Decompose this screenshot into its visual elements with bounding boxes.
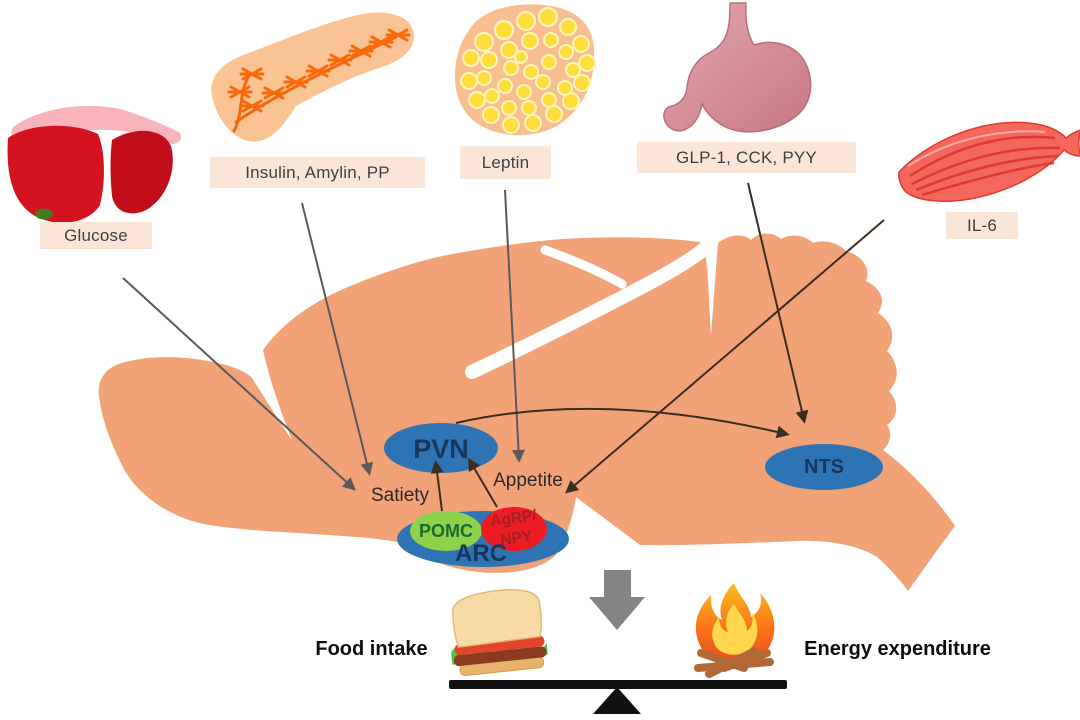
- brain-white-sulcus-short: [540, 245, 627, 289]
- arrow-il6-to-arc: [565, 219, 885, 494]
- pvn-label: PVN: [413, 433, 469, 464]
- satiety-label: Satiety: [370, 485, 430, 506]
- pomc-label: POMC: [419, 520, 473, 541]
- il6-label: IL-6: [946, 212, 1018, 239]
- leptin-label: Leptin: [460, 146, 551, 179]
- nts-label: NTS: [804, 455, 844, 478]
- energy-expenditure-label: Energy expenditure: [804, 637, 991, 660]
- arrow-glp1-to-nts: [747, 182, 809, 424]
- stomach-icon: [663, 2, 812, 133]
- food-intake-label: Food intake: [315, 637, 428, 660]
- glp1-cck-pyy-label: GLP-1, CCK, PYY: [637, 142, 856, 173]
- agrp-npy-label: AgRP/ NPY: [480, 503, 550, 555]
- balance-beam: [449, 680, 787, 714]
- arrow-pvn-to-nts: [455, 407, 790, 439]
- down-arrow-icon: [589, 570, 645, 630]
- signal-arrows: [122, 182, 885, 512]
- insulin-amylin-pp-label: Insulin, Amylin, PP: [210, 157, 425, 188]
- brain-white-sulcus-long: [465, 242, 711, 379]
- glucose-label: Glucose: [40, 222, 152, 249]
- arrow-glucose-to-satiety: [122, 277, 356, 491]
- balance-fulcrum: [593, 687, 641, 714]
- muscle-icon: [898, 121, 1080, 202]
- arrow-agrp-to-pvn: [468, 457, 498, 508]
- campfire-icon: [694, 583, 775, 678]
- arrow-pomc-to-pvn: [430, 460, 444, 512]
- pomc-ellipse: [410, 511, 482, 551]
- arrow-insulin-to-arc: [301, 202, 374, 476]
- nts-ellipse: [765, 444, 883, 490]
- appetite-label: Appetite: [493, 470, 563, 491]
- agrp-npy-ellipse: [481, 507, 547, 551]
- sandwich-icon: [451, 588, 548, 677]
- arc-label: ARC: [455, 540, 507, 567]
- agrp-label-line2: NPY: [499, 527, 534, 550]
- liver-icon: [7, 105, 182, 223]
- arrow-leptin-to-appetite: [504, 189, 526, 463]
- pancreas-icon: [211, 12, 415, 142]
- adipose-tissue-icon: [454, 4, 596, 136]
- gallbladder-icon: [35, 208, 53, 220]
